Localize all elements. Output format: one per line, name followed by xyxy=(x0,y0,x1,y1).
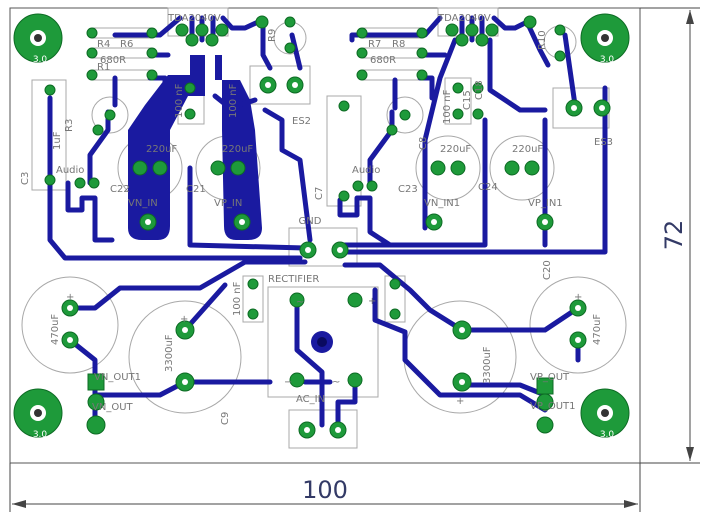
c220-4-label: 220uF xyxy=(512,144,543,155)
width-dimension: 100 xyxy=(9,463,641,512)
c20-label: C20 xyxy=(542,260,553,280)
cap-plus-symbol: + xyxy=(574,292,582,303)
c21-label: C21 xyxy=(186,184,206,195)
gnd-label: GND xyxy=(299,216,322,227)
c7-label: C7 xyxy=(314,187,325,200)
c3300-left-label: 3300uF xyxy=(164,334,175,372)
c23-label: C23 xyxy=(398,184,418,195)
c24-label: C24 xyxy=(478,182,498,193)
r6-label: R6 xyxy=(120,39,133,50)
ic-right-label: TDA2040V xyxy=(437,13,491,24)
c18-label: C18 xyxy=(474,80,485,100)
c100nf-2-label: 100 nF xyxy=(228,83,239,118)
c3-label: C3 xyxy=(20,172,31,185)
rectifier-label: RECTIFIER xyxy=(268,274,319,285)
r10-label: R10 xyxy=(537,30,548,50)
c15-label: C15 xyxy=(462,90,473,110)
mounting-hole-label: 3.0 xyxy=(33,55,48,65)
cap-plus-symbol: + xyxy=(66,292,74,303)
c470-right-label: 470uF xyxy=(592,314,603,345)
r7-label: R7 xyxy=(368,39,381,50)
mounting-holes: 3.0 3.0 3.0 3.0 xyxy=(13,13,630,440)
rectifier-ac-symbol: ~ xyxy=(296,297,304,308)
r9-label: R9 xyxy=(267,29,278,42)
c470-left-label: 470uF xyxy=(50,314,61,345)
ic-left-label: TDA2040V xyxy=(167,13,221,24)
vn-out-label: VN_OUT xyxy=(92,402,134,413)
height-dimension: 72 xyxy=(640,7,700,464)
ic-right-pads xyxy=(445,23,499,47)
mounting-hole-label: 3.0 xyxy=(600,55,615,65)
c1uf-label: 1uF xyxy=(52,131,63,150)
vn-in-label: VN_IN xyxy=(128,198,158,209)
c3300-right-label: 3300uF xyxy=(482,346,493,384)
rectifier-minus-symbol: − xyxy=(284,377,292,388)
mounting-hole-label: 3.0 xyxy=(33,430,48,440)
vp-out1-label: VP_OUT1 xyxy=(530,401,576,412)
audio-left-label: Audio xyxy=(56,165,84,176)
c22-label: C22 xyxy=(110,184,130,195)
c100nf-3-label: 100 nF xyxy=(442,89,453,124)
mounting-hole-bottom-left: 3.0 xyxy=(13,388,63,440)
rectifier-center-hole xyxy=(311,331,333,353)
copper-pours xyxy=(128,55,262,240)
mounting-hole-top-left: 3.0 xyxy=(13,13,63,65)
mounting-hole-bottom-right: 3.0 xyxy=(580,388,630,440)
vn-out1-label: VN_OUT1 xyxy=(94,372,141,383)
routing-tracks xyxy=(47,15,608,428)
width-dimension-label: 100 xyxy=(302,476,348,504)
es2-label: ES2 xyxy=(292,116,311,127)
c8-label: C8 xyxy=(418,137,429,150)
ic-left-pads xyxy=(175,23,229,47)
c100nf-4-label: 100 nF xyxy=(232,281,243,316)
vp-in-label: VP_IN xyxy=(214,198,242,209)
r8-label: R8 xyxy=(392,39,405,50)
mounting-hole-top-right: 3.0 xyxy=(580,13,630,65)
vp-out-label: VP_OUT xyxy=(530,372,570,383)
c220-3-label: 220uF xyxy=(440,144,471,155)
es3-label: ES3 xyxy=(594,137,613,148)
r680-left-label: 680R xyxy=(100,55,126,66)
mounting-hole-label: 3.0 xyxy=(600,430,615,440)
c9-label: C9 xyxy=(220,412,231,425)
r4-label: R4 xyxy=(97,39,110,50)
cap-plus-symbol: + xyxy=(456,396,464,407)
c220-1-label: 220uF xyxy=(146,144,177,155)
cap-plus-symbol: + xyxy=(180,314,188,325)
r1-label: R1 xyxy=(97,62,110,73)
c220-2-label: 220uF xyxy=(222,144,253,155)
r3-label: R3 xyxy=(64,119,75,132)
pad-holes xyxy=(67,82,605,433)
rectifier-plus-symbol: + xyxy=(368,296,376,307)
vp-in1-label: VP_IN1 xyxy=(528,198,563,209)
vn-in1-label: VN_IN1 xyxy=(424,198,460,209)
c100nf-1-label: 100 nF xyxy=(174,83,185,118)
r680-right-label: 680R xyxy=(370,55,396,66)
height-dimension-label: 72 xyxy=(660,220,688,251)
silkscreen-labels: TDA2040V TDA2040V R4 R6 680R R1 R7 R8 68… xyxy=(20,13,613,425)
rectifier-ac-symbol: ~ xyxy=(332,377,340,388)
ac-in-label: AC_IN xyxy=(296,394,325,405)
audio-right-label: Audio xyxy=(352,165,380,176)
